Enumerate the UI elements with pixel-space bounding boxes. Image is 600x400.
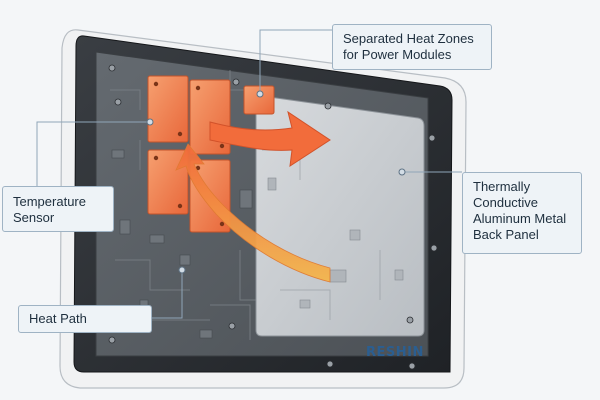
- callout-line: Separated Heat Zones: [343, 31, 474, 46]
- heat-path-arrow: [175, 143, 331, 283]
- leader-lines: [36, 29, 462, 319]
- sensor-pin-icon: [146, 90, 406, 274]
- leader-heat-zones: [259, 29, 332, 94]
- callout-line: Conductive: [473, 195, 539, 210]
- leader-heat-path: [152, 270, 183, 319]
- leader-temperature-sensor: [36, 121, 150, 186]
- callout-back-panel: Thermally Conductive Aluminum Metal Back…: [462, 172, 582, 254]
- callout-line: Aluminum Metal: [473, 211, 567, 226]
- callout-line: Back Panel: [473, 227, 539, 242]
- callout-heat-path: Heat Path: [18, 305, 152, 333]
- callout-temperature-sensor: Temperature Sensor: [2, 186, 114, 232]
- callout-line: Thermally: [473, 179, 531, 194]
- callout-line: Sensor: [13, 210, 55, 225]
- brand-logo: RESHIN: [366, 345, 424, 360]
- heat-arrow-icon: [209, 110, 331, 168]
- callout-line: for Power Modules: [343, 47, 452, 62]
- callout-heat-zones: Separated Heat Zones for Power Modules: [332, 24, 492, 70]
- callout-line: Temperature: [13, 194, 86, 209]
- callout-line: Heat Path: [29, 311, 87, 326]
